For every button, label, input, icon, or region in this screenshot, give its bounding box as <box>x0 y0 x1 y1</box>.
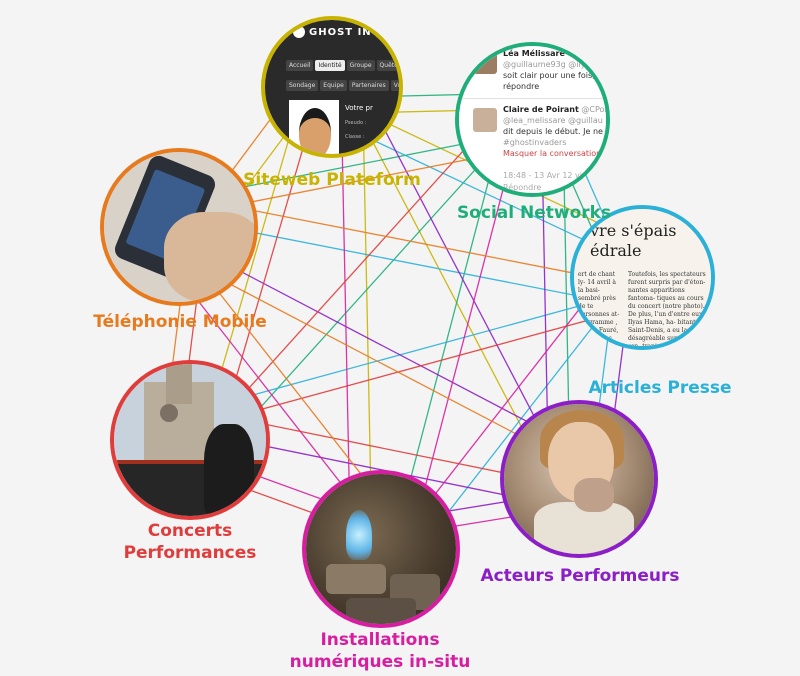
mobile-node <box>100 148 258 306</box>
label-line: Performances <box>123 543 257 563</box>
connection-line-telephonie-presse <box>182 195 642 288</box>
tweet-reply: Répondre <box>503 183 542 192</box>
label-acteurs: Acteurs Performeurs <box>460 565 700 587</box>
concerts-node <box>110 360 270 520</box>
hand-shape <box>574 478 614 512</box>
rose-window <box>160 404 178 422</box>
tweet-author: Léa Mélissare <box>503 49 565 58</box>
tweet-hashtag: #ghostinvaders <box>503 138 567 147</box>
label-telephonie: Téléphonie Mobile <box>80 311 280 333</box>
divider <box>459 98 606 99</box>
label-siteweb: Siteweb Plateform <box>232 169 432 191</box>
tower-shape <box>166 364 192 404</box>
tweet-2: Claire de Poirant @CPoir @lea_melissare … <box>503 104 610 159</box>
social-node: Léa Mélissare @guillaume93g @ily soit cl… <box>455 42 610 197</box>
label-line: Concerts <box>147 521 233 541</box>
stone-block <box>346 598 416 624</box>
siteweb-nav-item: Equipe <box>320 80 347 91</box>
siteweb-nav-item: Partenaires <box>348 80 389 91</box>
stone-block <box>326 564 386 594</box>
siteweb-field-label: Pseudo : <box>345 120 367 126</box>
label-line: Installations <box>320 630 440 650</box>
actors-node <box>500 400 658 558</box>
label-line: Acteurs Performeurs <box>480 566 680 586</box>
installations-node <box>302 470 460 628</box>
tweet-handle: @CPoir <box>581 105 610 114</box>
tweet-text: répondre <box>503 82 540 91</box>
headline-line: vre s'épais <box>590 221 677 240</box>
siteweb-field-label: Classe : <box>345 134 365 140</box>
siteweb-nav-item: Quête <box>376 60 399 71</box>
label-line: Articles Presse <box>588 378 732 398</box>
tweet-author: Claire de Poirant <box>503 105 579 114</box>
siteweb-logo: GHOST INVADERS <box>293 26 399 38</box>
avatar-face-icon <box>299 108 331 154</box>
user-avatar-icon <box>473 50 497 74</box>
siteweb-nav-item: Groupe <box>346 60 375 71</box>
siteweb-nav-item: Identité <box>315 60 345 71</box>
ghost-logo-icon <box>293 26 305 38</box>
tweet-hide-link: Masquer la conversation <box>503 149 602 158</box>
tweet-text: soit clair pour une fois, <box>503 71 595 80</box>
siteweb-node: GHOST INVADERS AccueilIdentitéGroupeQuêt… <box>261 16 403 158</box>
siteweb-logo-text: GHOST INVADERS <box>309 27 399 38</box>
siteweb-profile-title: Votre pr <box>345 104 373 112</box>
label-line: numériques in-situ <box>289 652 471 672</box>
person-silhouette <box>204 424 254 514</box>
tweet-text: @lea_melissare @guillau <box>503 116 603 125</box>
newspaper-clipping <box>574 209 711 346</box>
label-line: Social Networks <box>456 203 612 223</box>
headline-line: édrale <box>590 241 642 260</box>
hand-shape <box>164 212 254 302</box>
tweet-handle: @guillaume93g @ily <box>503 60 586 69</box>
label-line: Téléphonie Mobile <box>93 312 267 332</box>
tweet-text: dit depuis le début. Je ne <box>503 127 603 136</box>
siteweb-nav-item: Sondage <box>286 80 319 91</box>
tweet-1: Léa Mélissare @guillaume93g @ily soit cl… <box>503 48 595 92</box>
press-column: Toutefois, les spectateurs furent surpri… <box>628 271 706 350</box>
siteweb-nav-item: Accueil <box>286 60 314 71</box>
ghost-projection <box>346 510 372 560</box>
label-presse: Articles Presse <box>560 377 760 399</box>
tweet-timestamp: 18:48 - 13 Avr 12 via we <box>503 171 601 180</box>
user-avatar-icon <box>473 108 497 132</box>
label-line: Siteweb Plateform <box>243 170 421 190</box>
siteweb-nav-item: Vrai <box>390 80 399 91</box>
press-column: ert de chant ly- 14 avril à la basi- sem… <box>578 271 620 350</box>
label-social: Social Networks <box>434 202 634 224</box>
